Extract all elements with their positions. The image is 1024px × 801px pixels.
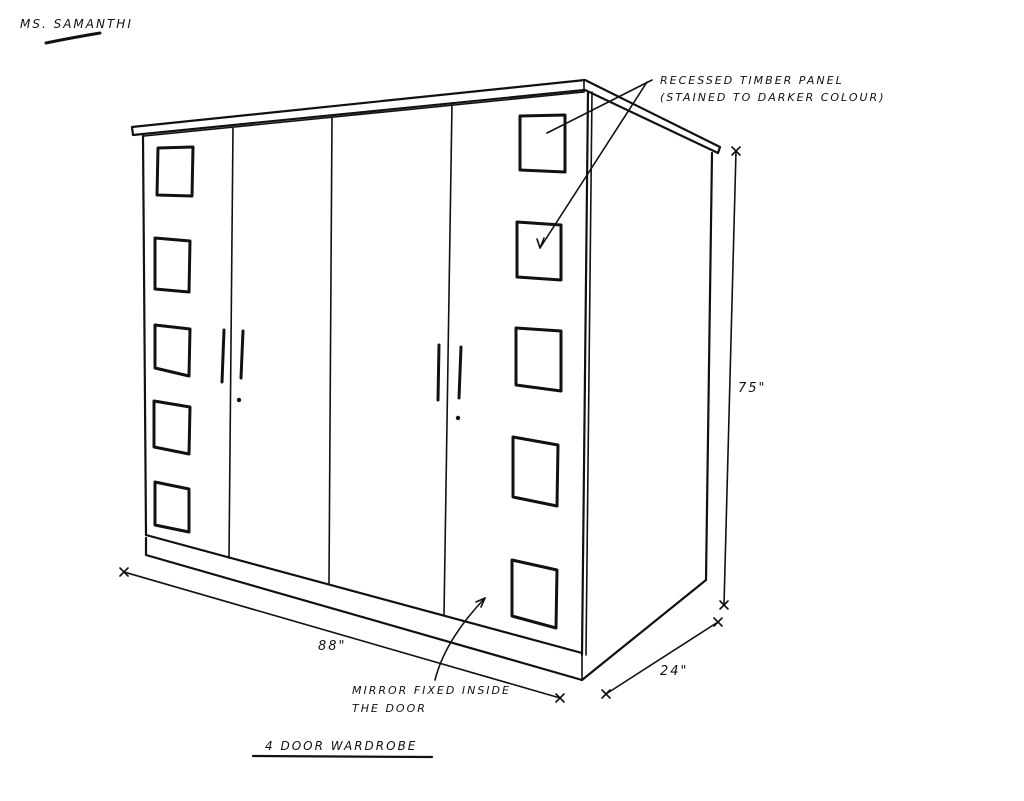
stained-panel — [514, 326, 563, 393]
handle-icon — [457, 345, 463, 400]
tick-icon — [601, 689, 611, 699]
top-cornice — [130, 78, 722, 155]
recessed-panel — [152, 399, 192, 456]
tick-icon — [731, 146, 741, 156]
stained-panel — [518, 113, 567, 174]
annotation-recessed-panel-line1: RECESSED TIMBER PANEL — [660, 74, 844, 87]
height-dimension: 75" — [719, 146, 767, 610]
tick-icon — [555, 693, 565, 703]
door-split-1 — [228, 127, 234, 559]
front-face — [141, 90, 593, 682]
handle-icon — [220, 328, 226, 384]
recessed-panel — [153, 480, 191, 534]
door-split-3 — [443, 102, 453, 616]
stained-panel — [515, 220, 563, 282]
recessed-panel — [510, 558, 559, 630]
annotation-recessed-panel-line2: (STAINED TO DARKER COLOUR) — [660, 91, 886, 104]
lock-dot-icon — [455, 415, 461, 421]
drawing-title: 4 DOOR WARDROBE — [265, 739, 417, 753]
client-name-underline — [44, 31, 102, 45]
leader-line — [539, 81, 648, 249]
recessed-panel — [511, 435, 560, 508]
right-door-panels — [510, 113, 567, 630]
recessed-panel — [155, 145, 195, 198]
leader-line — [546, 79, 653, 134]
lock-dot-icon — [236, 397, 242, 403]
side-face — [580, 151, 714, 682]
tick-icon — [719, 600, 729, 610]
recessed-panel — [153, 236, 192, 294]
door-split-2 — [328, 116, 333, 584]
handle-icon — [436, 343, 441, 402]
door-handles — [220, 328, 463, 421]
recessed-panel — [153, 323, 192, 378]
handle-icon — [239, 329, 245, 380]
tick-icon — [119, 567, 129, 577]
annotation-mirror-line2: THE DOOR — [352, 702, 427, 715]
mirror-leader-line — [434, 597, 486, 681]
width-dimension: 88" — [119, 567, 565, 703]
width-label: 88" — [318, 639, 347, 654]
left-door-panels — [152, 145, 195, 534]
height-label: 75" — [738, 381, 767, 396]
depth-dimension: 24" — [601, 617, 723, 699]
depth-label: 24" — [660, 664, 689, 679]
tick-icon — [713, 617, 723, 627]
annotation-mirror-line1: MIRROR FIXED INSIDE — [352, 684, 511, 697]
title-underline — [251, 754, 434, 759]
plinth — [144, 536, 584, 682]
client-name: MS. SAMANTHI — [20, 17, 133, 31]
arrowhead-icon — [475, 597, 486, 608]
arrowhead-icon — [536, 237, 545, 249]
